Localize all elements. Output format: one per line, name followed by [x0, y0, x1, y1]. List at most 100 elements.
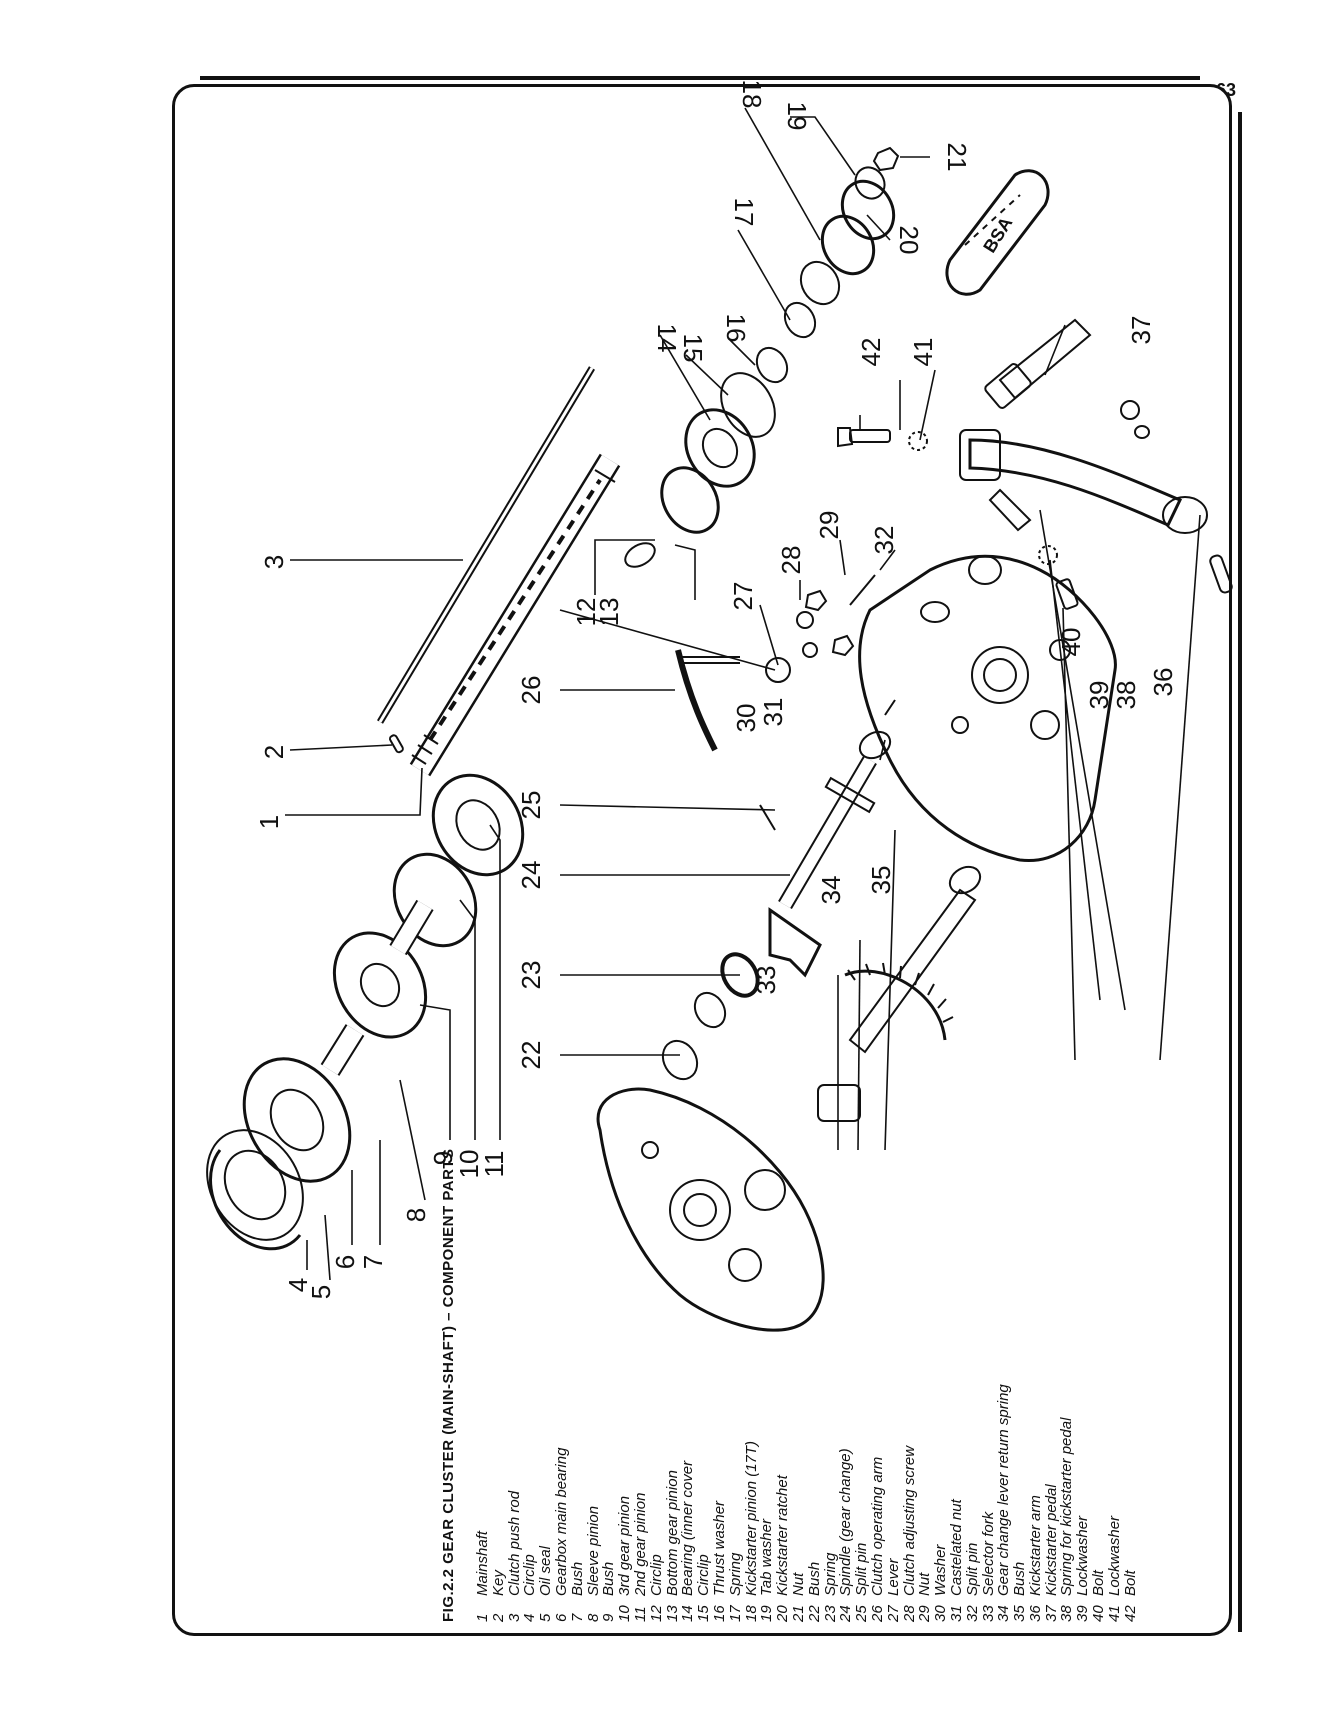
legend-item-number: 22 [805, 1605, 823, 1622]
kickstarter-arm-assembly [959, 318, 1233, 594]
clutch-operating-arm-group [675, 574, 876, 752]
legend-item-label: 3rd gear pinion [616, 1495, 634, 1596]
legend-item-number: 35 [1011, 1605, 1029, 1622]
legend-item-label: Bush [600, 1561, 618, 1596]
legend-item-label: Bush [805, 1561, 823, 1596]
figure-title: FIG.2.2 GEAR CLUSTER (MAIN-SHAFT) – COMP… [440, 1148, 457, 1622]
legend-item-number: 26 [868, 1605, 886, 1622]
bolts-and-lockwashers [837, 427, 1079, 610]
legend-item-label: Spring for kickstarter pedal [1058, 1417, 1076, 1596]
callout-9: 9 [428, 1151, 458, 1165]
callout-30: 30 [731, 704, 761, 733]
legend-item-number: 18 [742, 1605, 760, 1622]
callout-labels: 1 2 3 4 5 6 7 8 9 10 11 12 13 14 15 16 1… [254, 80, 1178, 1300]
legend-item-number: 41 [1105, 1605, 1123, 1622]
inner-cover [596, 1087, 825, 1332]
legend-item-label: Nut [789, 1572, 807, 1596]
callout-15: 15 [678, 334, 708, 363]
legend-item-number: 4 [521, 1613, 539, 1622]
legend-item-label: Spring [726, 1552, 744, 1596]
legend-item-label: Bush [1011, 1561, 1029, 1596]
legend-item-label: Selector fork [979, 1511, 997, 1596]
legend-item-number: 27 [884, 1605, 902, 1622]
callout-14: 14 [652, 324, 682, 353]
legend-item: 31 Castelated nut [947, 992, 965, 1622]
callout-19: 19 [782, 102, 812, 131]
callout-18: 18 [737, 80, 767, 109]
legend-item: 5 Oil seal [537, 992, 555, 1622]
legend-item-number: 2 [489, 1613, 507, 1622]
sleeve-pinion-cluster [206, 773, 525, 1251]
legend-item-number: 5 [537, 1613, 555, 1622]
legend-item-number: 32 [963, 1605, 981, 1622]
legend-item-label: Clutch adjusting screw [900, 1445, 918, 1596]
callout-25: 25 [516, 791, 546, 820]
outer-cover [858, 554, 1117, 863]
legend-item-label: Sleeve pinion [584, 1505, 602, 1596]
callout-10: 10 [454, 1150, 484, 1179]
callout-12: 12 [571, 598, 601, 627]
leader-lines [285, 107, 1201, 1281]
legend-item: 16 Thrust washer [710, 992, 728, 1622]
callout-42: 42 [856, 338, 886, 367]
legend-item-label: Kickstarter pedal [1042, 1484, 1060, 1596]
legend-item-label: Thrust washer [710, 1500, 728, 1596]
legend-item-label: Bearing (inner cover [679, 1460, 697, 1596]
callout-21: 21 [942, 143, 972, 172]
legend-item-number: 16 [710, 1605, 728, 1622]
callout-11: 11 [479, 1151, 509, 1178]
legend-item-label: Bottom gear pinion [663, 1470, 681, 1596]
legend-item-label: Circlip [695, 1554, 713, 1596]
callout-17: 17 [729, 198, 759, 227]
legend-item-label: Lockwasher [1105, 1515, 1123, 1596]
legend-item-label: Lockwasher [1074, 1515, 1092, 1596]
legend-item-number: 17 [726, 1605, 744, 1622]
legend-item-label: Spring [821, 1552, 839, 1596]
legend-item-number: 31 [947, 1605, 965, 1622]
legend-item-label: Clutch operating arm [868, 1456, 886, 1596]
legend-item-label: Mainshaft [474, 1530, 491, 1596]
figure-frame [172, 84, 1232, 1636]
callout-34: 34 [816, 876, 846, 905]
legend-item-number: 19 [758, 1605, 776, 1622]
legend-item-number: 15 [695, 1605, 713, 1622]
callout-36: 36 [1148, 668, 1178, 697]
callout-27: 27 [728, 582, 758, 611]
legend-item-number: 24 [837, 1605, 855, 1622]
callout-33: 33 [751, 966, 781, 995]
callout-20: 20 [894, 226, 924, 255]
legend-item: 1 Mainshaft [474, 992, 491, 1622]
callout-13: 13 [594, 598, 624, 627]
callout-1: 1 [254, 815, 284, 829]
legend-item: 38 Spring for kickstarter pedal [1058, 992, 1076, 1622]
legend-item-number: 11 [631, 1606, 649, 1622]
legend-item-label: Split pin [853, 1542, 871, 1596]
legend-item-number: 1 [474, 1613, 491, 1622]
legend-item-label: Oil seal [537, 1545, 555, 1596]
legend-item-number: 38 [1058, 1605, 1076, 1622]
legend-item-label: Tab washer [758, 1519, 776, 1596]
callout-29: 29 [814, 511, 844, 540]
legend-item-number: 36 [1026, 1605, 1044, 1622]
legend-item-label: Lever [884, 1558, 902, 1596]
kickstarter-quadrant [817, 865, 982, 1122]
callout-23: 23 [516, 961, 546, 990]
figure-legend: FIG.2.2 GEAR CLUSTER (MAIN-SHAFT) – COMP… [440, 992, 1139, 1622]
legend-item-label: Castelated nut [947, 1499, 965, 1596]
legend-item-label: Washer [932, 1544, 950, 1596]
callout-40: 40 [1056, 628, 1086, 657]
legend-item: 22 Bush [805, 992, 823, 1622]
